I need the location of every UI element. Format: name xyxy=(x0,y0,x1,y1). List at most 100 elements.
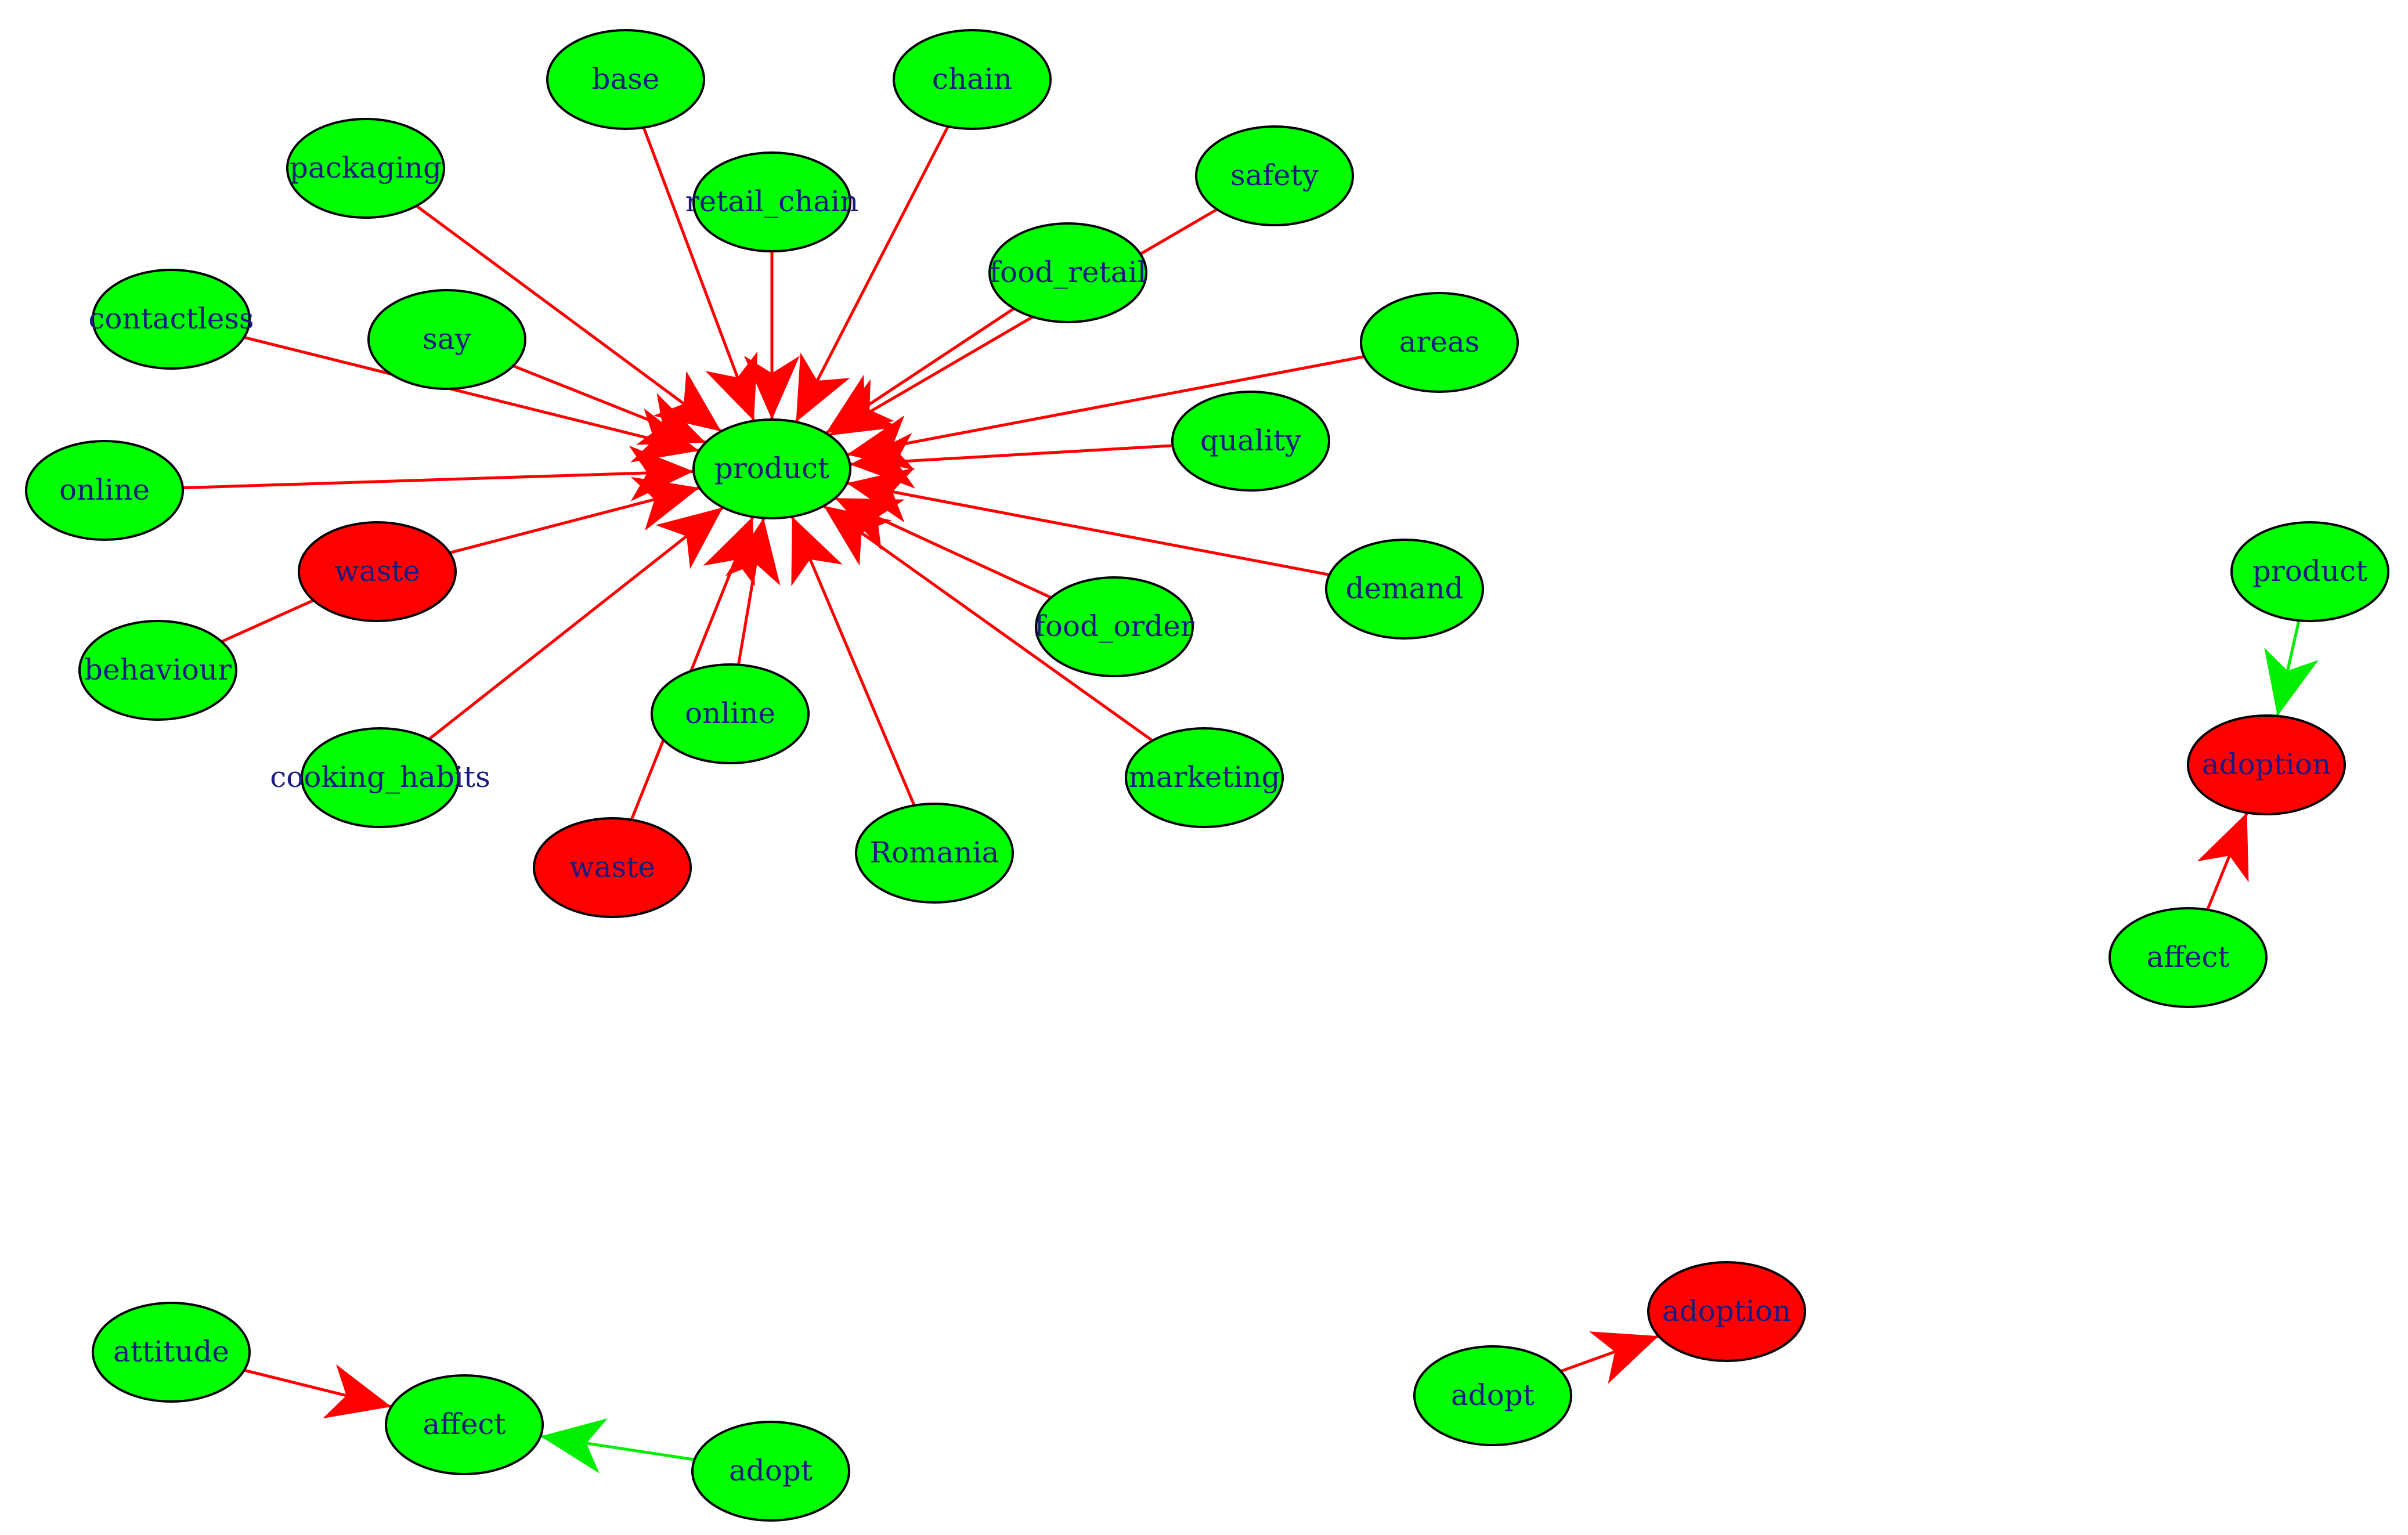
node-n_marketing[interactable]: marketing xyxy=(1125,727,1284,828)
node-n_packaging[interactable]: packaging xyxy=(286,118,445,219)
edge-n_packaging-n_product xyxy=(415,204,723,433)
node-n_base[interactable]: base xyxy=(546,29,705,130)
node-a_adopt[interactable]: adopt xyxy=(691,1421,850,1522)
node-m_affect[interactable]: affect xyxy=(2109,907,2268,1008)
node-ellipse xyxy=(1125,727,1284,828)
node-ellipse xyxy=(893,29,1052,130)
node-ellipse xyxy=(692,151,851,252)
edge-n_safety-n_product xyxy=(828,208,1218,437)
node-n_waste2[interactable]: waste xyxy=(533,817,692,918)
arrowhead-n_cooking_habits-n_product xyxy=(655,507,723,569)
edge-n_base-n_product xyxy=(642,127,756,422)
node-n_product[interactable]: product xyxy=(692,418,851,519)
node-n_retail_chain[interactable]: retail_chain xyxy=(685,151,859,252)
node-ellipse xyxy=(1325,539,1484,640)
node-label: say xyxy=(423,322,471,356)
node-label: cooking_habits xyxy=(270,760,490,794)
node-ellipse xyxy=(1413,1345,1572,1446)
edge-n_romania-n_product xyxy=(790,516,916,806)
node-n_waste1[interactable]: waste xyxy=(298,521,457,622)
node-label: online xyxy=(59,473,150,507)
node-label: Romania xyxy=(870,836,999,869)
node-label: adoption xyxy=(1662,1294,1791,1328)
node-label: waste xyxy=(334,554,420,588)
node-ellipse xyxy=(2187,714,2346,815)
node-label: quality xyxy=(1200,424,1302,457)
node-a_affect[interactable]: affect xyxy=(385,1374,544,1475)
edge-n_cooking_habits-n_product xyxy=(428,506,724,741)
node-ellipse xyxy=(691,1421,850,1522)
arrowhead-a_adopt-a_affect xyxy=(540,1418,608,1473)
arrowhead-n_base-n_product xyxy=(705,351,758,421)
node-label: online xyxy=(685,696,775,730)
node-n_chain[interactable]: chain xyxy=(893,29,1052,130)
arrowhead-m_product-m_adoption xyxy=(2264,648,2319,716)
node-ellipse xyxy=(988,222,1147,323)
node-n_say[interactable]: say xyxy=(367,289,526,390)
arrowhead-n_food_retail-n_product xyxy=(826,374,895,434)
node-n_cooking_habits[interactable]: cooking_habits xyxy=(270,727,490,828)
edge-n_areas-n_product xyxy=(846,355,1365,456)
node-ellipse xyxy=(2109,907,2268,1008)
node-n_food_order[interactable]: food_order xyxy=(1034,576,1194,677)
arrowhead-n_retail_chain-n_product xyxy=(744,356,800,420)
arrowhead-n_waste1-n_product xyxy=(630,476,700,531)
node-label: base xyxy=(591,62,659,96)
node-n_online2[interactable]: online xyxy=(651,663,810,764)
node-m_adoption[interactable]: adoption xyxy=(2187,714,2346,815)
arrowhead-n_marketing-n_product xyxy=(824,505,892,566)
node-label: demand xyxy=(1345,572,1463,605)
arrowhead-d_adopt-d_adoption xyxy=(1589,1331,1659,1384)
node-d_adoption[interactable]: adoption xyxy=(1647,1261,1806,1362)
node-label: food_retail xyxy=(989,255,1146,289)
edge-n_online1-n_product xyxy=(182,469,694,490)
node-d_adopt[interactable]: adopt xyxy=(1413,1345,1572,1446)
node-n_behaviour[interactable]: behaviour xyxy=(78,620,237,721)
edge-n_chain-n_product xyxy=(795,125,950,423)
node-ellipse xyxy=(1195,125,1354,226)
node-label: adoption xyxy=(2202,747,2331,781)
node-n_romania[interactable]: Romania xyxy=(855,803,1014,904)
node-label: affect xyxy=(2146,940,2229,974)
arrowhead-n_waste2-n_product xyxy=(703,517,755,587)
node-a_attitude[interactable]: attitude xyxy=(92,1302,251,1403)
node-ellipse xyxy=(286,118,445,219)
node-ellipse xyxy=(25,440,184,541)
node-ellipse xyxy=(367,289,526,390)
node-n_contactless[interactable]: contactless xyxy=(88,269,254,370)
arrowhead-n_demand-n_product xyxy=(847,467,915,523)
node-label: waste xyxy=(569,850,655,884)
node-ellipse xyxy=(533,817,692,918)
node-ellipse xyxy=(692,418,851,519)
node-ellipse xyxy=(78,620,237,721)
arrowhead-a_attitude-a_affect xyxy=(323,1364,392,1419)
node-ellipse xyxy=(1171,391,1330,492)
node-label: affect xyxy=(423,1407,506,1441)
node-ellipse xyxy=(546,29,705,130)
node-label: retail_chain xyxy=(685,185,859,218)
node-ellipse xyxy=(92,1302,251,1403)
node-m_product[interactable]: product xyxy=(2230,521,2389,622)
node-n_areas[interactable]: areas xyxy=(1360,292,1519,393)
node-label: product xyxy=(2252,554,2367,588)
node-ellipse xyxy=(92,269,251,370)
node-n_demand[interactable]: demand xyxy=(1325,539,1484,640)
node-ellipse xyxy=(651,663,810,764)
edge-n_contactless-n_product xyxy=(243,335,700,453)
node-ellipse xyxy=(855,803,1014,904)
node-n_online1[interactable]: online xyxy=(25,440,184,541)
node-n_quality[interactable]: quality xyxy=(1171,391,1330,492)
node-ellipse xyxy=(2230,521,2389,622)
edge-n_marketing-n_product xyxy=(822,504,1154,742)
arrowhead-n_chain-n_product xyxy=(796,352,850,422)
node-n_safety[interactable]: safety xyxy=(1195,125,1354,226)
node-ellipse xyxy=(1647,1261,1806,1362)
node-label: behaviour xyxy=(84,653,232,687)
edge-n_behaviour-n_waste1 xyxy=(221,599,315,643)
node-ellipse xyxy=(385,1374,544,1475)
node-label: attitude xyxy=(113,1335,229,1368)
node-n_food_retail[interactable]: food_retail xyxy=(988,222,1147,323)
node-label: safety xyxy=(1230,158,1319,192)
arrowhead-n_romania-n_product xyxy=(791,517,843,587)
nodes-layer: product base chain packaging retail_chain saf… xyxy=(25,29,2389,1522)
